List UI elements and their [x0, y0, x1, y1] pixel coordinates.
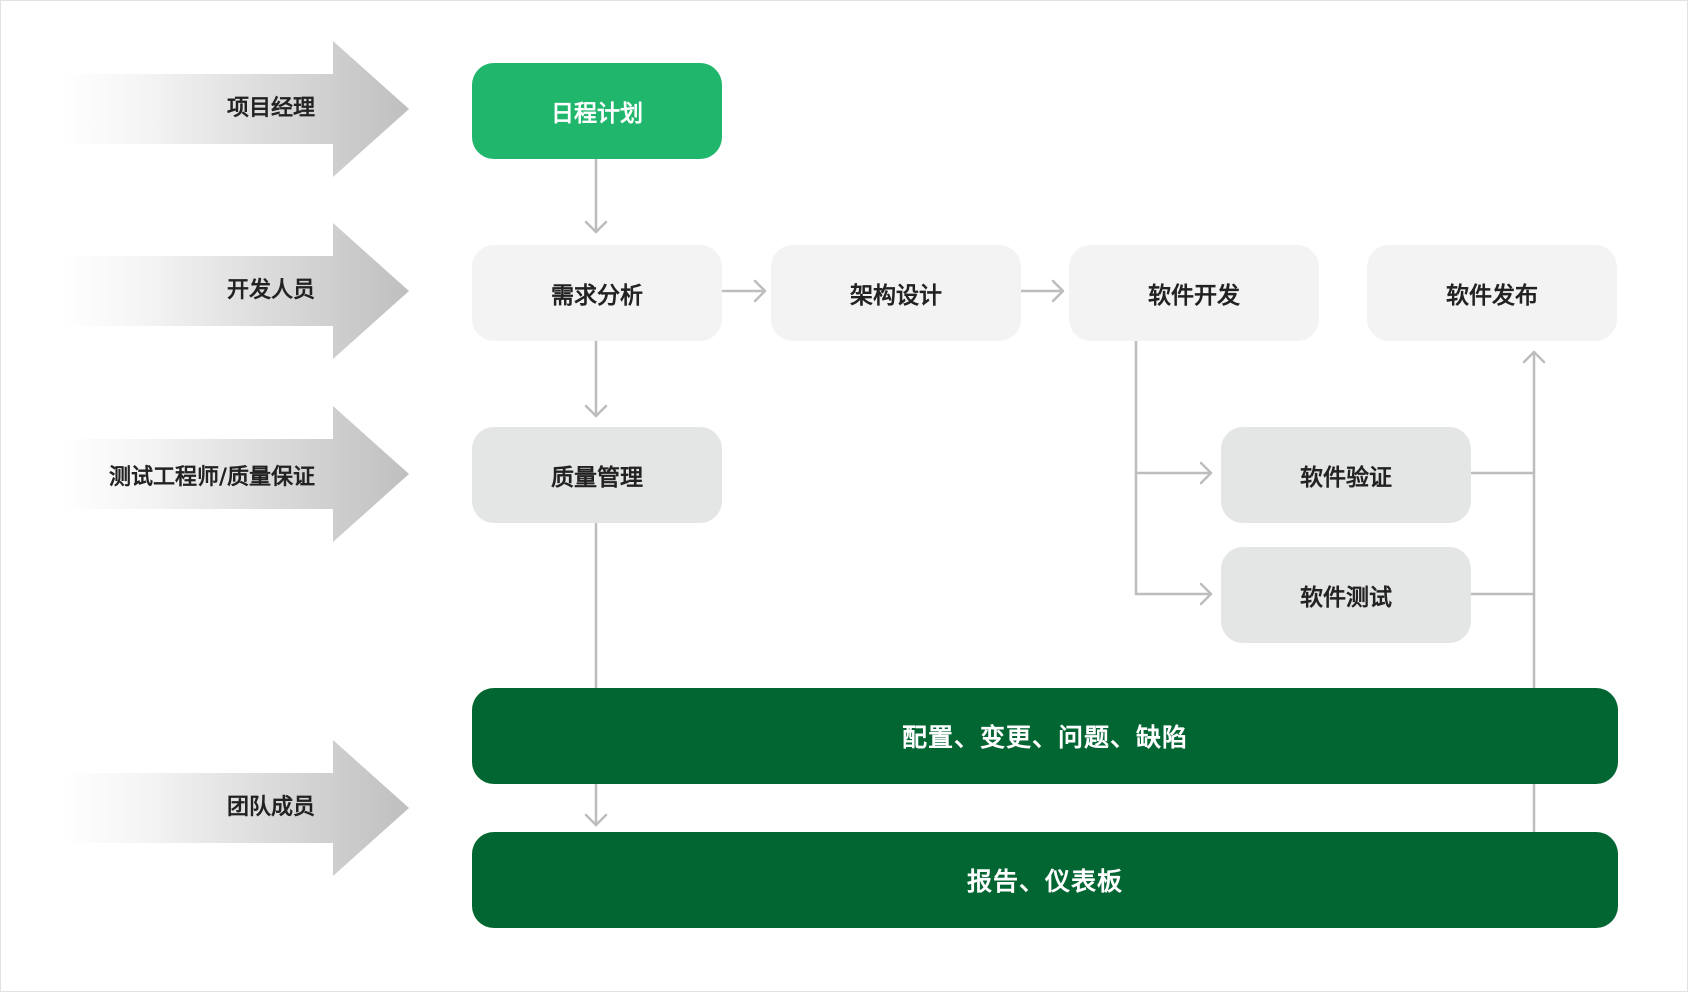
- node-testing[interactable]: 软件测试: [1221, 547, 1471, 643]
- bar-config-change-issue-defect[interactable]: 配置、变更、问题、缺陷: [472, 688, 1618, 784]
- role-label-developer: 开发人员: [226, 278, 315, 303]
- arrowhead-right-icon: [1199, 582, 1213, 606]
- arrowhead-right-icon: [1051, 279, 1065, 303]
- node-release[interactable]: 软件发布: [1367, 245, 1617, 341]
- node-requirements[interactable]: 需求分析: [472, 245, 722, 341]
- node-verification[interactable]: 软件验证: [1221, 427, 1471, 523]
- role-label-tester-qa: 测试工程师/质量保证: [108, 465, 315, 490]
- arrowhead-right-icon: [753, 279, 767, 303]
- node-quality[interactable]: 质量管理: [472, 427, 722, 523]
- role-label-project-manager: 项目经理: [226, 96, 315, 121]
- arrowhead-down-icon: [584, 404, 608, 418]
- arrowhead-down-icon: [584, 813, 608, 827]
- node-architecture[interactable]: 架构设计: [771, 245, 1021, 341]
- node-schedule[interactable]: 日程计划: [472, 63, 722, 159]
- bar-report-dashboard[interactable]: 报告、仪表板: [472, 832, 1618, 928]
- arrowhead-right-icon: [1199, 461, 1213, 485]
- arrowhead-up-icon: [1522, 350, 1546, 364]
- node-development[interactable]: 软件开发: [1069, 245, 1319, 341]
- role-label-team-member: 团队成员: [226, 795, 315, 820]
- arrowhead-down-icon: [584, 220, 608, 234]
